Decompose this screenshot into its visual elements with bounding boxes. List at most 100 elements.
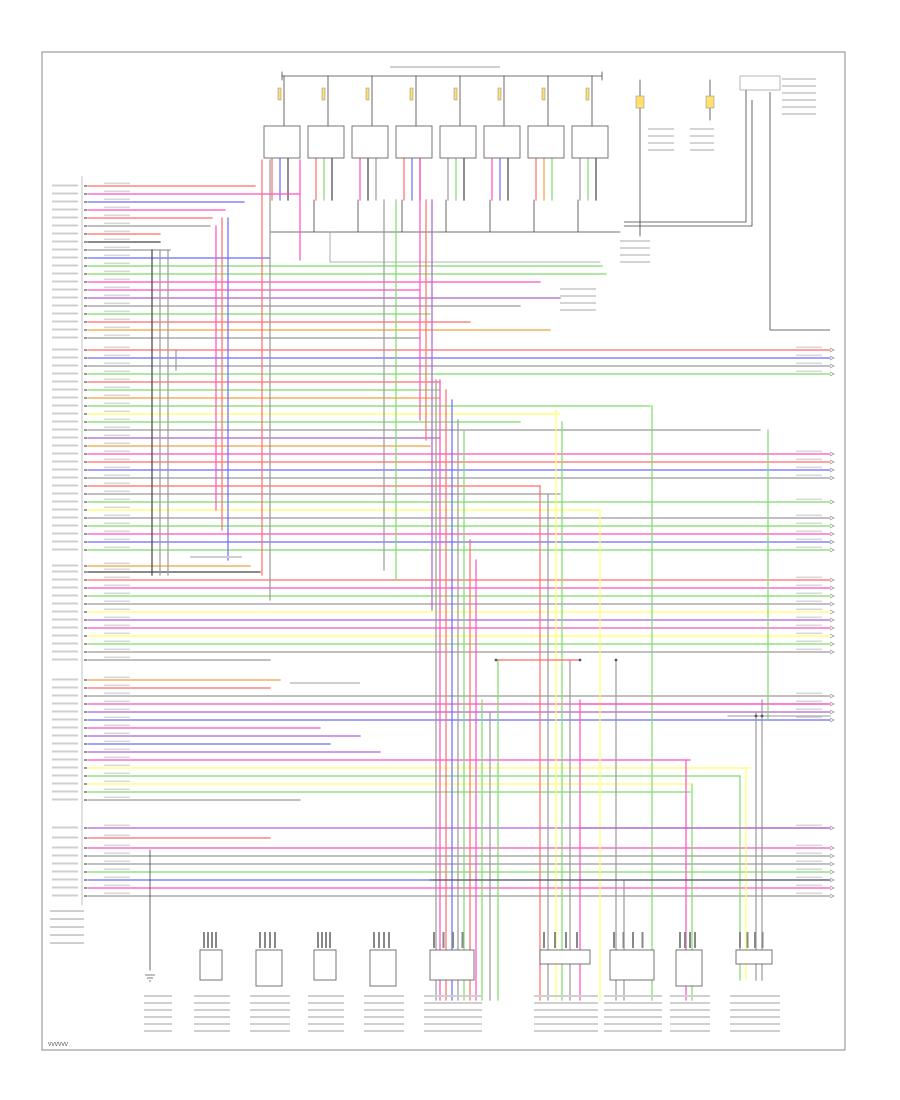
wire-label-line xyxy=(104,498,130,501)
arrow-icon xyxy=(829,515,835,521)
wire-label-line xyxy=(796,884,822,887)
caption-line xyxy=(620,261,650,263)
pin-marker xyxy=(84,879,87,881)
arrow-icon xyxy=(829,825,835,831)
wire-label-line xyxy=(104,362,130,365)
arrow-icon xyxy=(829,499,835,505)
component-c9 xyxy=(675,949,703,987)
pin-marker xyxy=(84,595,87,597)
pin-marker xyxy=(84,517,87,519)
pin-label-line xyxy=(52,296,78,299)
pin-marker xyxy=(84,651,87,653)
caption-line xyxy=(194,1002,230,1004)
pin-marker xyxy=(84,397,87,399)
caption-line xyxy=(424,1002,482,1004)
pin-label-line xyxy=(52,476,78,479)
pin-label-line xyxy=(52,846,78,849)
splice-icon xyxy=(494,658,498,662)
pin-label-line xyxy=(52,460,78,463)
caption-line xyxy=(144,1030,172,1032)
injector-box xyxy=(483,125,521,159)
caption-line xyxy=(250,1009,290,1011)
arrow-icon xyxy=(829,853,835,859)
wire-label-line xyxy=(104,246,130,249)
pin-label-line xyxy=(52,256,78,259)
splice-icon xyxy=(614,658,618,662)
pin-marker xyxy=(84,349,87,351)
connector-icon xyxy=(543,932,545,948)
connector-icon xyxy=(274,932,276,948)
pin-marker xyxy=(84,357,87,359)
arrow-icon xyxy=(829,467,835,473)
pin-label-line xyxy=(52,328,78,331)
pin-label-line xyxy=(52,336,78,339)
caption-line xyxy=(560,295,596,297)
arrow-icon xyxy=(829,845,835,851)
pin-marker xyxy=(84,249,87,251)
caption-line xyxy=(620,254,650,256)
pin-label-line xyxy=(52,750,78,753)
pin-marker xyxy=(84,837,87,839)
pin-marker xyxy=(84,453,87,455)
pin-label-line xyxy=(52,702,78,705)
wire-label-line xyxy=(796,876,822,879)
pin-marker xyxy=(84,871,87,873)
pin-marker xyxy=(84,477,87,479)
caption-line xyxy=(144,995,172,997)
pin-label-line xyxy=(52,404,78,407)
wire-label-line xyxy=(104,764,130,767)
wire-label-line xyxy=(104,844,130,847)
pin-label-line xyxy=(52,610,78,613)
pin-label-line xyxy=(52,710,78,713)
caption-line xyxy=(648,149,674,151)
splice-icon xyxy=(754,714,758,718)
pin-marker xyxy=(84,493,87,495)
caption-line xyxy=(782,78,816,80)
wire-label-line xyxy=(104,640,130,643)
pin-label-line xyxy=(52,364,78,367)
wire-label-line xyxy=(104,624,130,627)
wire-label-line xyxy=(104,656,130,659)
wire-label-line xyxy=(104,824,130,827)
wire-label-line xyxy=(104,286,130,289)
caption-line xyxy=(620,240,650,242)
pin-label-line xyxy=(52,586,78,589)
pin-label-line xyxy=(52,836,78,839)
caption-line xyxy=(424,1009,482,1011)
pin-label-line xyxy=(52,894,78,897)
wire-label-line xyxy=(104,206,130,209)
arrow-icon xyxy=(829,547,835,553)
wire-label-line xyxy=(104,608,130,611)
caption-line xyxy=(690,135,714,137)
pin-marker xyxy=(84,525,87,527)
connector-icon xyxy=(739,932,741,948)
caption-line xyxy=(308,1023,344,1025)
caption-line xyxy=(670,995,710,997)
pin-marker xyxy=(84,321,87,323)
pin-marker xyxy=(84,461,87,463)
pin-label-line xyxy=(52,280,78,283)
wire-label-line xyxy=(104,402,130,405)
pin-label-line xyxy=(52,272,78,275)
pin-marker xyxy=(84,329,87,331)
fuse-icon xyxy=(635,95,645,109)
pin-label-line xyxy=(52,356,78,359)
pin-label-line xyxy=(52,594,78,597)
wire-label-line xyxy=(796,868,822,871)
wire-label-line xyxy=(104,198,130,201)
splice-icon xyxy=(760,714,764,718)
wire-label-line xyxy=(104,860,130,863)
relay-line xyxy=(624,100,753,227)
pin-label-line xyxy=(52,878,78,881)
fuse-icon xyxy=(541,87,546,101)
pin-label-line xyxy=(52,718,78,721)
pin-marker xyxy=(84,509,87,511)
caption-line xyxy=(308,995,344,997)
pin-marker xyxy=(84,225,87,227)
connector-icon xyxy=(622,932,625,948)
caption-line xyxy=(604,1023,662,1025)
connector-icon xyxy=(694,932,696,948)
pin-marker xyxy=(84,421,87,423)
wire-label-line xyxy=(104,648,130,651)
